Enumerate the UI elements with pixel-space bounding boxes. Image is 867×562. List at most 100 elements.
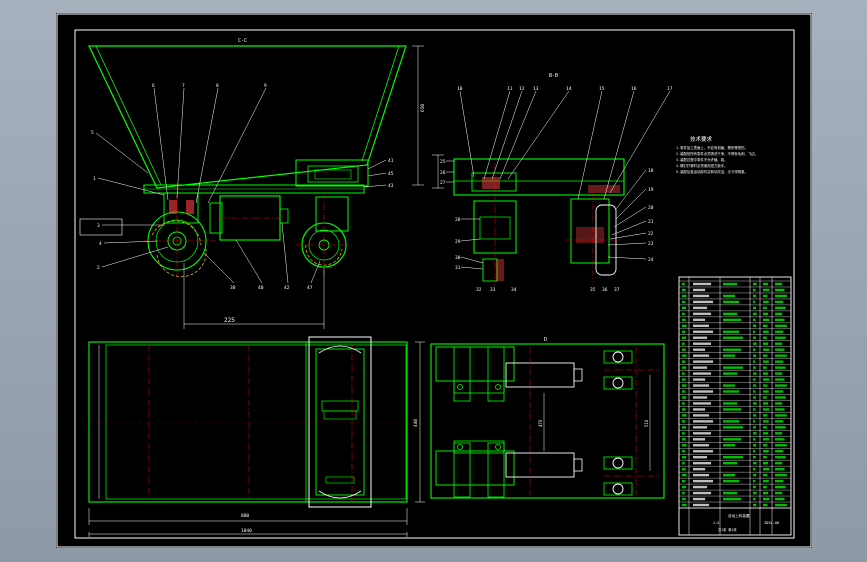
section-label-cc: C-C bbox=[238, 38, 247, 44]
part-balloon: 45 bbox=[388, 171, 394, 177]
parts-list-cell-mark bbox=[753, 432, 757, 435]
parts-list-cell-mark bbox=[723, 282, 738, 286]
parts-list-cell-mark bbox=[763, 414, 768, 417]
parts-list-cell-mark bbox=[693, 420, 714, 423]
parts-list-cell-mark bbox=[723, 336, 744, 339]
part-balloon: 5 bbox=[91, 130, 94, 136]
parts-list-cell-mark bbox=[693, 348, 706, 351]
parts-list-cell-mark bbox=[682, 426, 687, 429]
parts-list-cell-mark bbox=[693, 324, 710, 327]
part-balloon: 13 bbox=[533, 86, 539, 92]
parts-list-cell-mark bbox=[682, 414, 687, 417]
parts-list-cell-mark bbox=[753, 360, 756, 363]
parts-list-cell-mark bbox=[775, 420, 784, 423]
parts-list-cell-mark bbox=[693, 384, 710, 387]
parts-list-cell-mark bbox=[775, 312, 783, 316]
part-balloon: 24 bbox=[648, 257, 654, 263]
part-balloon: 22 bbox=[648, 231, 654, 237]
parts-list-cell-mark bbox=[723, 497, 742, 501]
part-balloon: 2 bbox=[97, 265, 100, 271]
parts-list-cell-mark bbox=[775, 330, 784, 333]
parts-list-cell-mark bbox=[753, 408, 756, 411]
part-balloon: 8 bbox=[216, 83, 219, 89]
parts-list-cell-mark bbox=[753, 330, 756, 333]
parts-list-cell-mark bbox=[763, 288, 770, 292]
parts-list-cell-mark bbox=[693, 288, 706, 292]
parts-list-cell-mark bbox=[682, 390, 686, 393]
parts-list-cell-mark bbox=[763, 420, 769, 423]
parts-list-cell-mark bbox=[723, 426, 744, 429]
d-motor-bottom bbox=[505, 452, 575, 478]
cad-drawing: C-C bbox=[56, 13, 812, 548]
parts-list-cell-mark bbox=[763, 330, 769, 333]
parts-list-cell-mark bbox=[763, 467, 770, 471]
parts-list-cell-mark bbox=[723, 366, 744, 369]
parts-list-cell-mark bbox=[775, 426, 786, 429]
parts-list-cell-mark bbox=[723, 491, 738, 495]
section-label-d: D bbox=[544, 337, 547, 343]
parts-list-cell-mark bbox=[682, 342, 685, 345]
parts-list-cell-mark bbox=[682, 491, 685, 495]
parts-list-cell-mark bbox=[763, 444, 768, 447]
part-balloon: 32 bbox=[476, 287, 482, 293]
d-caster-bottom-1 bbox=[612, 457, 624, 469]
dim-440: 440 bbox=[413, 419, 419, 427]
parts-list-cell-mark bbox=[753, 420, 756, 423]
part-balloon: 6 bbox=[152, 83, 155, 89]
part-balloon: 19 bbox=[648, 187, 654, 193]
parts-list-cell-mark bbox=[763, 497, 770, 501]
parts-list-cell-mark bbox=[763, 378, 770, 381]
bearing-block bbox=[163, 192, 199, 224]
dim-225: 225 bbox=[224, 317, 235, 324]
part-balloon: 14 bbox=[566, 86, 572, 92]
bb-top-frame bbox=[453, 158, 625, 196]
parts-list-cell-mark bbox=[775, 456, 786, 459]
parts-list-cell-mark bbox=[723, 479, 740, 483]
tech-req-line: 5.装配后各运动部件应转动灵活，无卡滞现象。 bbox=[676, 169, 748, 174]
parts-list-cell-mark bbox=[693, 330, 714, 333]
parts-list-cell-mark bbox=[775, 366, 786, 369]
parts-list-cell-mark bbox=[693, 306, 708, 310]
parts-list-cell-mark bbox=[682, 444, 687, 447]
parts-list-cell-mark bbox=[763, 479, 769, 483]
part-balloon: 25 bbox=[440, 159, 446, 165]
parts-list-cell-mark bbox=[775, 503, 787, 507]
parts-list-cell-mark bbox=[763, 396, 767, 399]
hopper-outline bbox=[88, 45, 407, 189]
parts-list-cell-mark bbox=[682, 485, 687, 489]
part-balloon: 26 bbox=[440, 170, 446, 176]
parts-list-cell-mark bbox=[775, 354, 787, 357]
parts-list-cell-mark bbox=[775, 432, 783, 435]
part-balloon: 41 bbox=[388, 158, 394, 164]
parts-list-cell-mark bbox=[763, 485, 767, 489]
parts-list-cell-mark bbox=[775, 414, 787, 417]
parts-list-cell-mark bbox=[763, 300, 769, 304]
parts-list-cell-mark bbox=[763, 354, 768, 357]
part-balloon: 42 bbox=[284, 285, 290, 291]
parts-list-cell-mark bbox=[723, 312, 738, 316]
parts-list-cell-mark bbox=[682, 420, 686, 423]
parts-list-cell-mark bbox=[693, 503, 710, 507]
parts-list-cell-mark bbox=[723, 348, 742, 351]
parts-list-cell-mark bbox=[682, 348, 686, 351]
parts-list-cell-mark bbox=[775, 497, 785, 501]
parts-list-cell-mark bbox=[775, 402, 783, 405]
parts-list-cell-mark bbox=[775, 479, 784, 483]
parts-list-cell-mark bbox=[693, 444, 710, 447]
parts-list-cell-mark bbox=[693, 414, 710, 417]
parts-list-cell-mark bbox=[682, 288, 686, 292]
dim-470: 470 bbox=[538, 419, 543, 427]
dim-510: 510 bbox=[644, 419, 649, 427]
tech-req-title: 技术要求 bbox=[690, 135, 713, 143]
parts-list-cell-mark bbox=[693, 473, 710, 477]
parts-list-cell-mark bbox=[693, 491, 712, 495]
part-balloon: 4 bbox=[99, 241, 102, 247]
section-label-bb: B-B bbox=[549, 73, 558, 79]
part-balloon: 17 bbox=[667, 86, 673, 92]
parts-list-cell-mark bbox=[693, 438, 706, 441]
parts-list-cell-mark bbox=[753, 467, 756, 471]
parts-list-cell-mark bbox=[682, 396, 687, 399]
dim-1040: 1040 bbox=[241, 528, 252, 534]
part-balloon: 30 bbox=[455, 255, 461, 261]
